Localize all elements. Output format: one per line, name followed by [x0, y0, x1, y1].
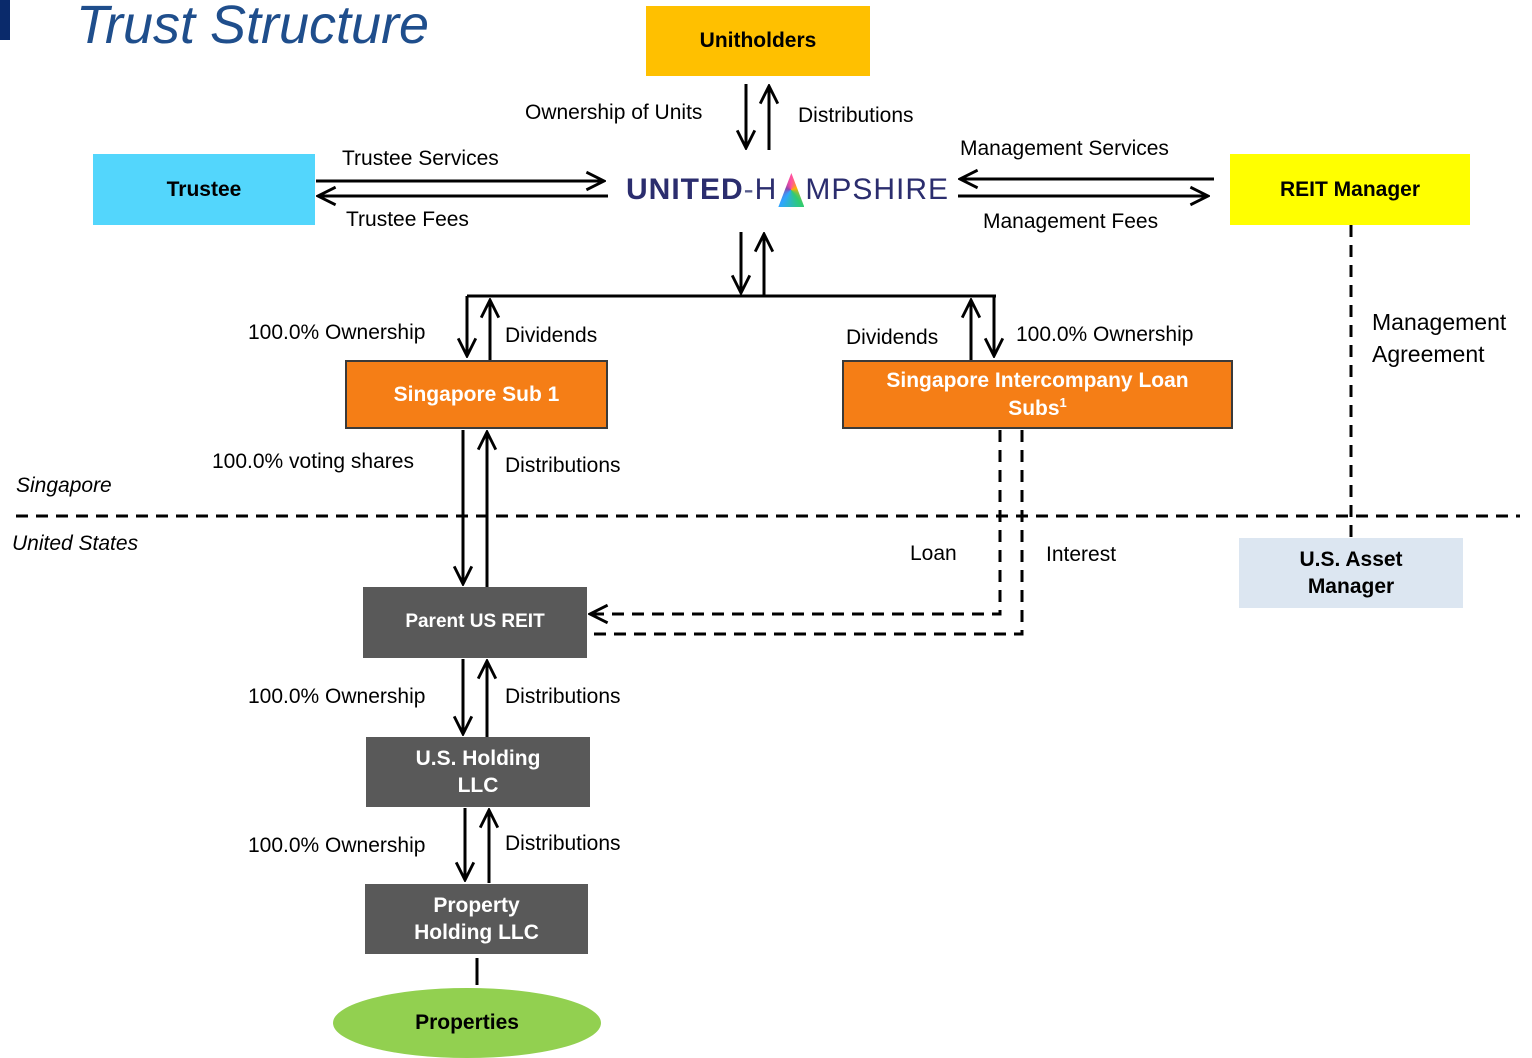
label-management-agreement: Management Agreement	[1372, 309, 1507, 367]
us-asset-manager-box: U.S. Asset Manager	[1239, 538, 1463, 608]
label-distributions-sub1: Distributions	[505, 454, 621, 477]
trustee-box: Trustee	[93, 154, 315, 225]
properties-ellipse: Properties	[333, 988, 601, 1058]
label-management-fees: Management Fees	[983, 210, 1159, 233]
label-trustee-fees: Trustee Fees	[346, 208, 469, 231]
trustee-label: Trustee	[166, 177, 242, 201]
us-holding-llc-box: U.S. Holding LLC	[366, 737, 590, 807]
intercompany-loan-subs-label: Singapore Intercompany Loan Subs1	[860, 367, 1215, 422]
singapore-sub1-box: Singapore Sub 1	[345, 360, 608, 429]
footnote-marker: 1	[1059, 394, 1067, 410]
unitholders-label: Unitholders	[699, 29, 817, 53]
reit-manager-label: REIT Manager	[1279, 177, 1421, 201]
logo-text-h: H	[754, 173, 778, 206]
label-ownership-us-holding: 100.0% Ownership	[248, 685, 426, 708]
us-holding-llc-label: U.S. Holding LLC	[415, 746, 541, 797]
us-asset-manager-label: U.S. Asset Manager	[1299, 547, 1403, 598]
united-hampshire-logo: UNITED-H MPSHIRE	[626, 170, 949, 210]
singapore-sub1-label: Singapore Sub 1	[393, 382, 560, 406]
region-singapore: Singapore	[16, 474, 112, 497]
property-holding-llc-box: Property Holding LLC	[365, 884, 588, 954]
parent-us-reit-label: Parent US REIT	[405, 611, 545, 633]
label-distributions-us-holding: Distributions	[505, 685, 621, 708]
label-interest: Interest	[1046, 543, 1117, 566]
intercompany-loan-subs-text: Singapore Intercompany Loan Subs	[886, 369, 1189, 420]
label-dividends-loan-subs: Dividends	[846, 326, 939, 349]
line-interest	[590, 430, 1024, 636]
corner-accent	[0, 0, 10, 40]
label-ownership-of-units: Ownership of Units	[525, 101, 703, 124]
region-united-states: United States	[12, 532, 139, 555]
arrow-loan	[590, 430, 1002, 614]
label-ownership-property-holding: 100.0% Ownership	[248, 834, 426, 857]
logo-text-united: UNITED	[626, 173, 744, 206]
unitholders-box: Unitholders	[646, 6, 870, 76]
parent-us-reit-box: Parent US REIT	[363, 587, 587, 658]
label-loan: Loan	[910, 542, 957, 565]
logo-text-mpshire: MPSHIRE	[805, 173, 950, 206]
reit-manager-box: REIT Manager	[1230, 154, 1470, 225]
label-ownership-sub1: 100.0% Ownership	[248, 321, 426, 344]
property-holding-llc-label: Property Holding LLC	[414, 893, 539, 944]
label-voting-shares: 100.0% voting shares	[212, 450, 414, 473]
properties-label: Properties	[415, 1011, 519, 1035]
label-distributions-unitholders: Distributions	[798, 104, 914, 127]
label-dividends-sub1: Dividends	[505, 324, 598, 347]
logo-dash: -	[743, 173, 755, 206]
label-management-services: Management Services	[960, 137, 1169, 160]
logo-mark-icon	[778, 173, 805, 207]
label-trustee-services: Trustee Services	[342, 147, 499, 170]
label-ownership-loan-subs: 100.0% Ownership	[1016, 323, 1194, 346]
intercompany-loan-subs-box: Singapore Intercompany Loan Subs1	[842, 360, 1233, 429]
label-distributions-property-holding: Distributions	[505, 832, 621, 855]
page-title: Trust Structure	[76, 0, 430, 55]
